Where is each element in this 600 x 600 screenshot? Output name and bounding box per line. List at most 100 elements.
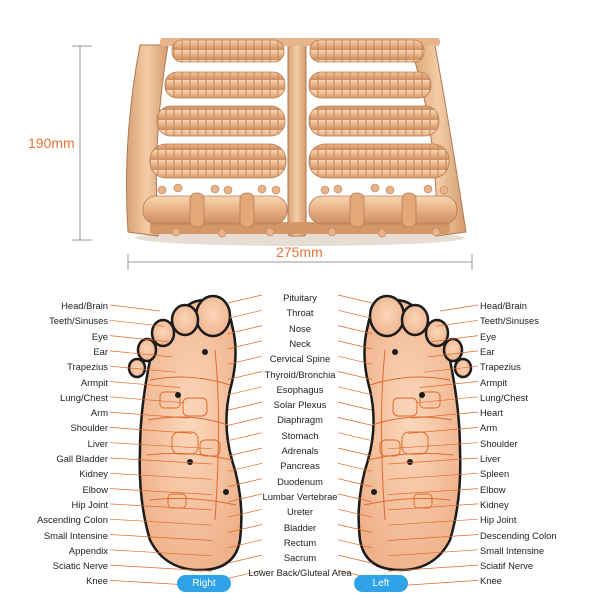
center-label: Rectum [283,536,317,548]
leader-line [227,417,263,426]
leader-line [109,396,185,404]
leader-line [109,427,193,434]
width-dimension-label: 275mm [276,244,323,260]
center-label: Solar Plexus [273,399,327,411]
leader-line [227,432,263,442]
leader-line [109,488,213,495]
center-label: Pituitary [283,292,317,303]
center-label: Nose [289,322,311,334]
right-label: Spleen [480,468,510,480]
leader-line [337,554,373,564]
height-dimension [72,45,92,241]
leader-line [337,432,373,442]
left-foot-map [357,294,473,572]
leader-line [337,325,373,334]
center-label: Duodenum [277,475,323,487]
leader-line [419,381,479,388]
leader-line [337,478,373,487]
leader-line [407,427,479,434]
center-label: Esophagus [276,383,324,395]
leader-line [387,549,479,557]
leader-line [227,462,263,472]
right-label: Small Intensine [480,544,545,556]
leader-line [337,447,373,457]
left-label: Armpit [80,376,108,388]
left-label: Eye [91,330,108,342]
right-foot-map [127,294,243,572]
leader-line [435,319,479,327]
leader-line [109,442,213,450]
left-label: Kidney [79,468,108,480]
roller-row-2 [164,71,432,99]
right-label: Teeth/Sinuses [480,315,539,327]
leader-line [337,386,373,396]
leader-line [337,539,373,549]
right-label: Sciatif Nerve [480,560,534,572]
leader-line [337,309,373,319]
center-label: Bladder [283,521,317,533]
leader-line [109,350,173,358]
right-label: Eye [480,330,497,342]
leader-line [387,457,479,465]
left-label: Arm [90,407,108,419]
leader-line [337,493,373,503]
left-label: Elbow [82,483,108,495]
height-dimension-label: 190mm [28,135,75,151]
leader-line [109,503,213,511]
center-label: Lumbar Vertebrae [262,490,338,502]
leader-line [387,534,479,541]
leader-line [387,518,479,526]
center-label: Pancreas [280,460,320,472]
leader-line [227,294,263,304]
leader-line [227,524,263,533]
center-label: Throat [286,307,314,319]
left-label: Trapezius [67,361,108,373]
leader-line [439,304,479,312]
leader-line [109,472,213,480]
leader-line [227,386,263,396]
massager-product [126,38,467,246]
center-label: Cervical Spine [269,353,331,365]
left-label: Gall Bladder [56,453,108,464]
center-label: Adrenals [281,445,319,456]
leader-line [387,488,479,495]
right-label: Elbow [480,483,506,495]
leader-line [227,325,263,334]
right-label: Shoulder [480,437,518,449]
left-label: Shoulder [70,422,108,434]
right-label: Ear [480,345,495,357]
leader-line [423,365,479,373]
leader-line [427,350,479,358]
leader-line [337,417,373,426]
leader-line [337,340,373,350]
roller-row-1 [171,39,425,63]
right-label: Knee [480,575,502,587]
leader-line [337,508,373,518]
leader-line [387,472,479,480]
leader-line [431,335,479,342]
center-label: Neck [289,337,311,349]
left-label: Ascending Colon [37,514,108,526]
leader-line [109,457,213,465]
center-label: Ureter [286,506,314,518]
center-label: Stomach [281,429,319,441]
leader-line [227,570,263,579]
right-label: Armpit [480,376,508,388]
roller-row-4 [149,143,450,179]
roller-row-5-spiked [142,183,458,238]
leader-line [337,355,373,365]
leader-line [227,401,263,411]
left-label: Hip Joint [71,498,108,510]
center-label: Sacrum [283,552,317,564]
leader-lines [109,294,479,587]
leader-line [227,355,263,365]
leader-line [227,309,263,319]
leader-line [227,340,263,350]
left-label: Ear [93,345,108,357]
left-label: Head/Brain [61,300,108,311]
leader-line [337,401,373,411]
leader-line [109,549,213,557]
right-label: Trapezius [480,361,521,373]
left-label: Appendix [68,544,108,556]
